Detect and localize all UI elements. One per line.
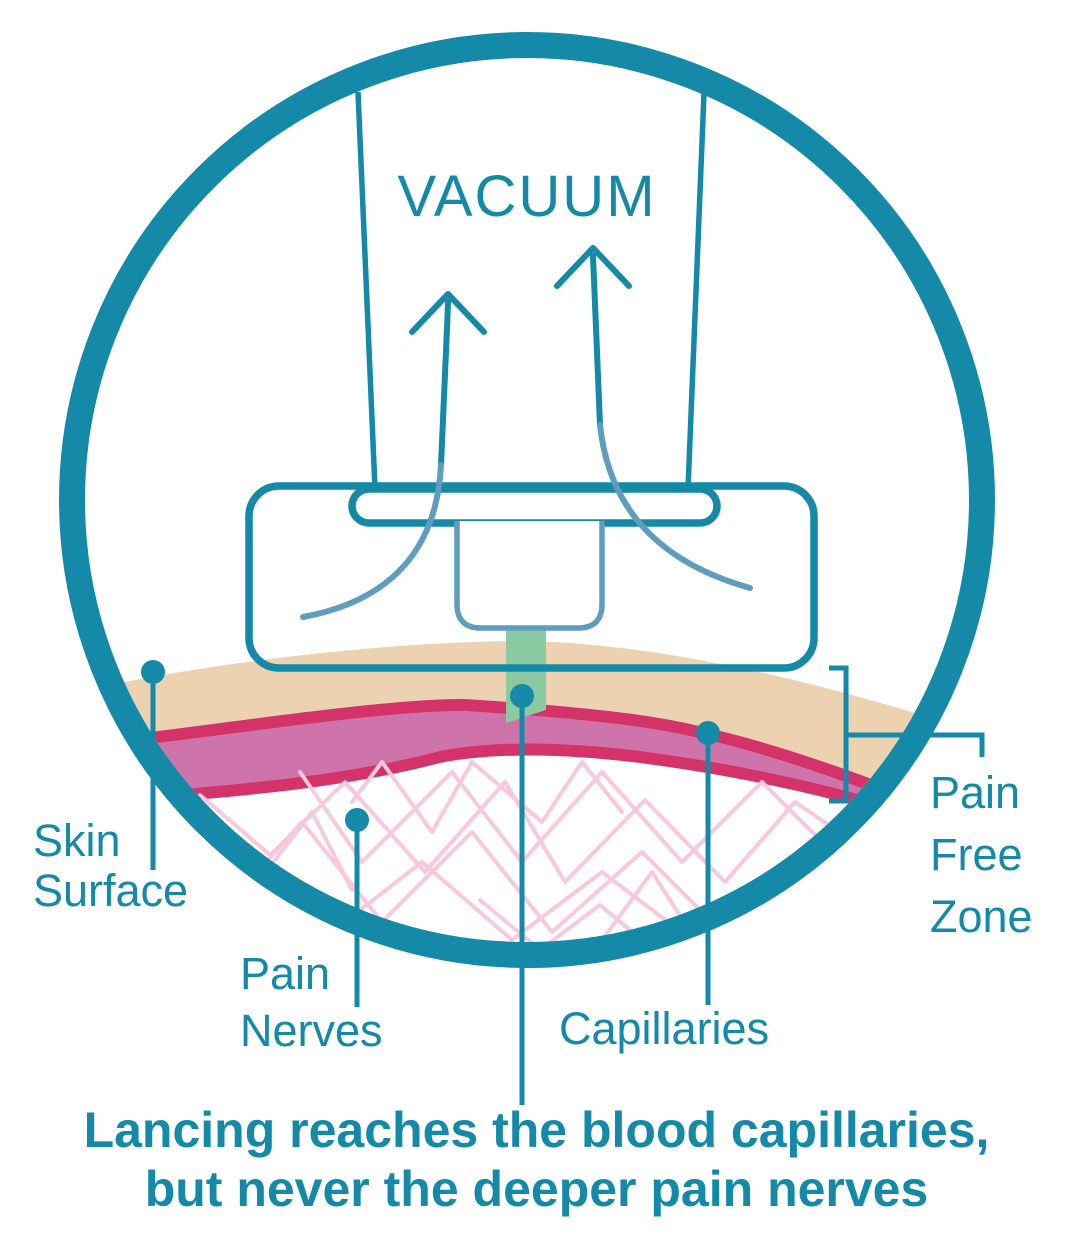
tube-wall-right — [685, 92, 707, 490]
device-nozzle — [454, 521, 605, 631]
vacuum-arrow-up-left-icon — [409, 291, 487, 335]
epidermis-tan-layer — [85, 641, 969, 830]
device-flange — [348, 485, 721, 527]
tube-wall-left — [355, 91, 378, 490]
caption: Lancing reaches the blood capillaries, b… — [83, 1102, 990, 1217]
callouts — [141, 660, 985, 1105]
pain-nerves-marker-dot — [345, 808, 369, 832]
vacuum-tube — [355, 91, 707, 490]
capillaries-label: Capillaries — [559, 1003, 770, 1054]
lancet-marker-dot — [510, 684, 534, 708]
pain-nerve-network — [198, 760, 864, 942]
suction-flow-curves — [300, 422, 753, 620]
capillaries-marker-dot — [696, 721, 720, 745]
lancet — [506, 625, 546, 723]
suction-curve-right — [597, 422, 753, 591]
skin-surface-label: Skin Surface — [33, 815, 189, 916]
vacuum-label: VACUUM — [397, 164, 657, 229]
suction-curve-left — [300, 462, 444, 620]
vacuum-arrow-up-right-icon — [554, 245, 632, 289]
pain-free-zone-connector-line — [846, 732, 985, 757]
skin-surface-marker-dot — [141, 660, 165, 684]
pain-free-zone-label: Pain Free Zone — [930, 767, 1033, 942]
circle-border — [59, 32, 995, 968]
vacuum-arrow-shaft-right — [590, 253, 603, 428]
capillary-layer — [85, 710, 969, 842]
vacuum-arrows — [409, 245, 632, 468]
pain-nerves-label: Pain Nerves — [240, 948, 383, 1056]
lancing-device — [245, 482, 818, 672]
vacuum-arrow-shaft-left — [438, 299, 451, 468]
